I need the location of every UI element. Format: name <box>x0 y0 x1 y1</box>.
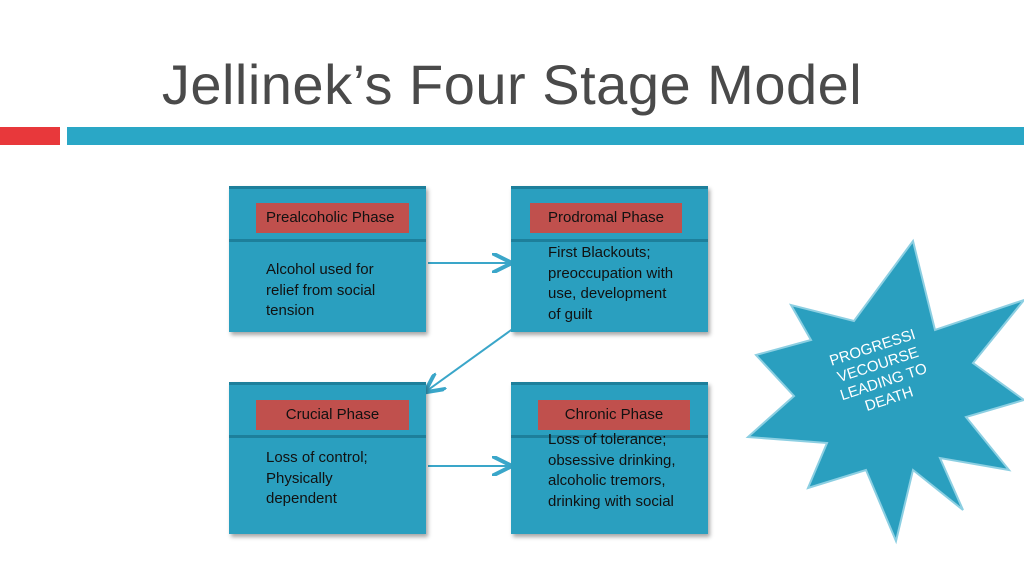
box-top-border <box>511 382 708 385</box>
prealcoholic-phase-label: Prealcoholic Phase <box>256 203 409 233</box>
accent-bar-blue <box>67 127 1024 145</box>
box-divider <box>511 435 708 438</box>
page-title: Jellinek’s Four Stage Model <box>161 53 863 116</box>
arrow-prodromal-to-crucial <box>428 327 515 390</box>
crucial-phase-description: Loss of control; Physically dependent <box>266 449 368 507</box>
crucial-phase-label: Crucial Phase <box>256 400 409 430</box>
box-top-border <box>229 186 426 189</box>
box-top-border <box>229 382 426 385</box>
accent-bar-red <box>0 127 60 145</box>
chronic-phase-description: Loss of tolerance; obsessive drinking, a… <box>548 431 676 510</box>
box-divider <box>511 239 708 242</box>
prodromal-phase-label: Prodromal Phase <box>530 203 682 233</box>
prodromal-phase-description: First Blackouts; preoccupation with use,… <box>548 244 674 323</box>
box-divider <box>229 239 426 242</box>
chronic-phase-label: Chronic Phase <box>538 400 690 430</box>
starburst-shape <box>745 238 1024 545</box>
box-top-border <box>511 186 708 189</box>
box-divider <box>229 435 426 438</box>
prealcoholic-phase-description: Alcohol used for relief from social tens… <box>266 261 376 319</box>
